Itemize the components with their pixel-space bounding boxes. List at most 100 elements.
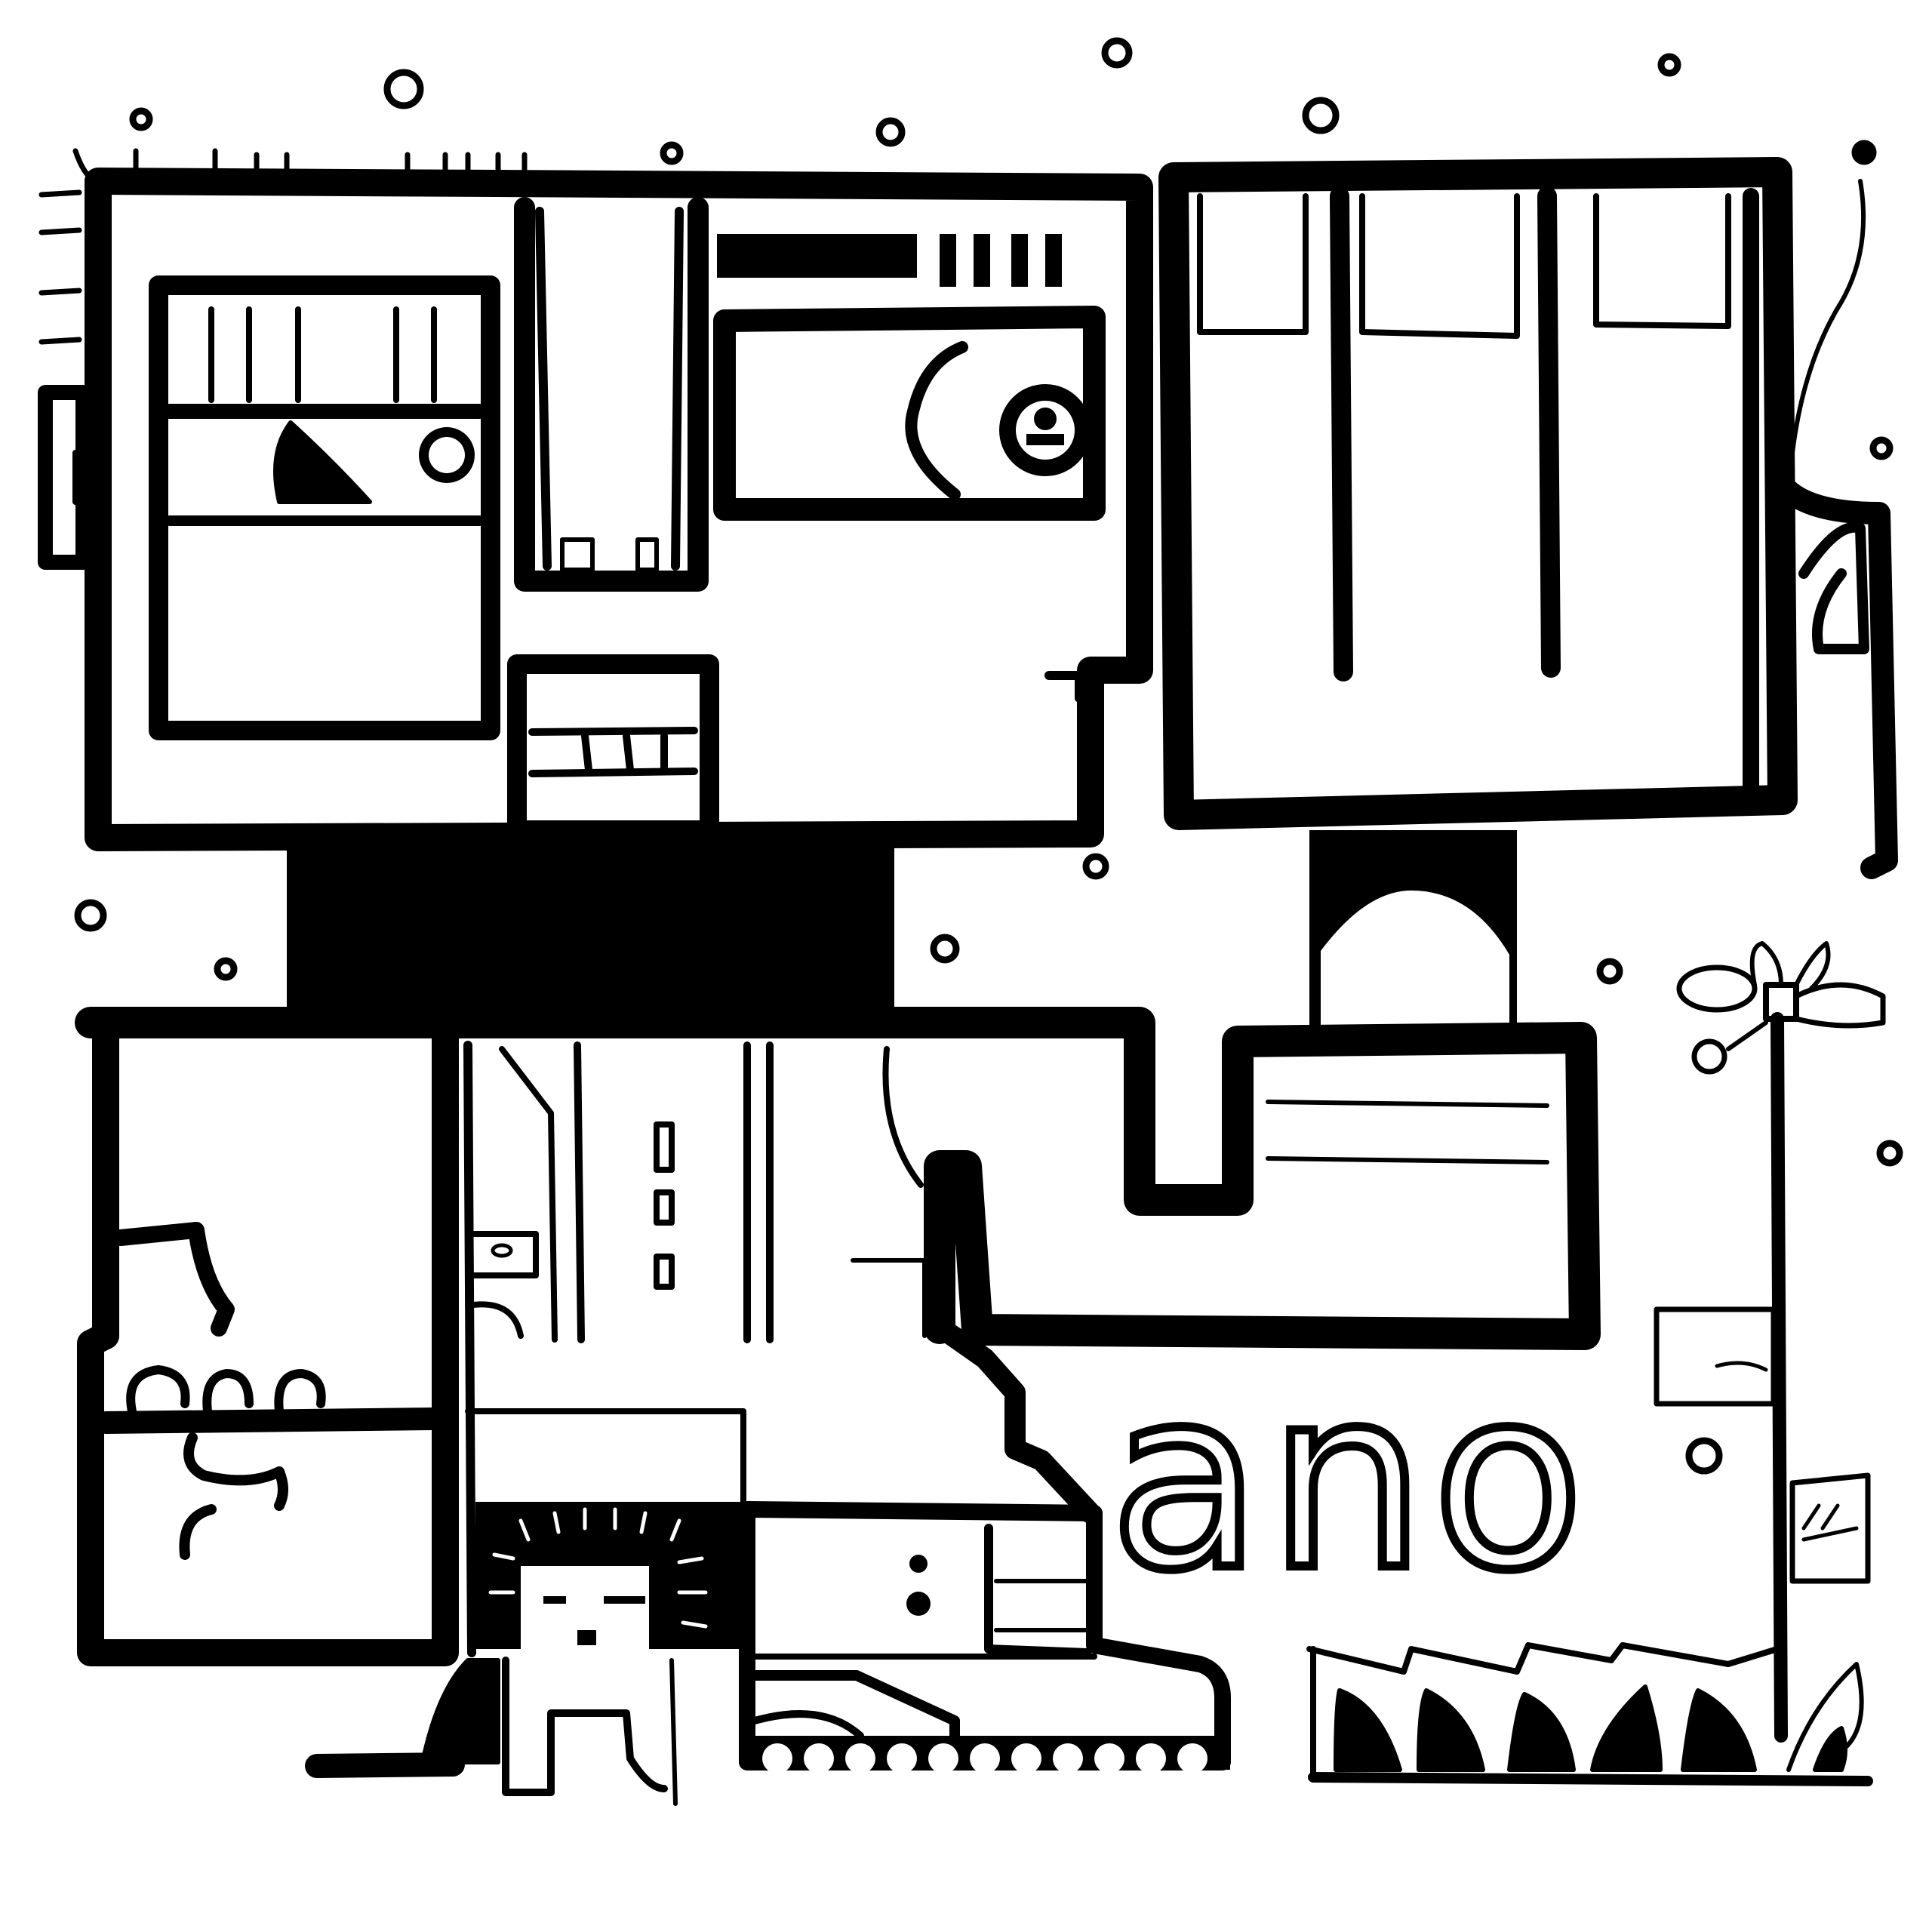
doorway-curve	[465, 1301, 524, 1339]
panel-mouth	[1026, 434, 1064, 445]
arch-opening	[1321, 891, 1509, 1034]
bubble	[1876, 1140, 1903, 1167]
flame	[1590, 1684, 1663, 1772]
sun-ray	[681, 1620, 708, 1629]
wing-divider	[94, 1407, 445, 1434]
ano-lettering: ano	[1109, 1335, 1590, 1625]
signpost-pole	[1770, 1012, 1788, 1743]
swirl-face	[126, 1365, 326, 1416]
black-pedestal	[287, 838, 894, 1026]
street-line	[305, 1752, 465, 1778]
antenna-dot	[1857, 143, 1872, 158]
building-outline	[85, 168, 1153, 851]
bubble	[1101, 37, 1133, 69]
shutter	[1197, 193, 1309, 335]
doorway	[502, 1657, 668, 1796]
swirl-mouth	[179, 1432, 288, 1560]
sun-ray	[639, 1511, 648, 1534]
bubble	[1657, 53, 1681, 77]
column-divider	[671, 207, 684, 571]
sign-board-mark	[1801, 1503, 1859, 1542]
tread-wheel	[970, 1743, 1000, 1774]
tread-wheel	[804, 1743, 834, 1774]
small-slot	[654, 1254, 675, 1290]
tread-wheel	[1011, 1743, 1041, 1774]
bubble	[74, 899, 107, 932]
tread-wheel	[845, 1743, 875, 1774]
eye-shape	[273, 420, 372, 504]
ledge-line	[1266, 1156, 1549, 1164]
bubble	[1302, 97, 1340, 134]
signpost-wing	[1676, 964, 1758, 1013]
center-window-bar	[528, 727, 698, 736]
sun-ray	[518, 1518, 531, 1542]
bubble	[129, 107, 153, 131]
top-left-building	[38, 148, 1153, 858]
ground-street	[305, 1501, 1231, 1806]
sun-ray	[552, 1511, 561, 1534]
tread-wheel	[1177, 1743, 1208, 1774]
roof-spike	[38, 337, 82, 345]
flame	[1507, 1692, 1576, 1772]
panel-arch	[905, 341, 968, 500]
bolt-dot	[906, 1592, 931, 1616]
tread-wheel	[762, 1743, 792, 1774]
top-right-building	[1158, 143, 1898, 879]
sign-board-mark	[1715, 1361, 1768, 1372]
tread-wheel	[1136, 1743, 1166, 1774]
left-window	[149, 275, 500, 740]
flame	[1334, 1688, 1402, 1772]
floating-bubbles	[74, 37, 1903, 1475]
tiny-window	[635, 537, 659, 572]
sun-ray	[492, 1552, 515, 1561]
block-shelf	[984, 1524, 1091, 1657]
fire-strip-base	[1308, 1772, 1873, 1786]
roof-spike	[38, 288, 82, 296]
flame	[1417, 1688, 1485, 1772]
shutter	[1359, 193, 1520, 339]
right-panel	[713, 306, 1106, 521]
diagonal-beam	[499, 1046, 558, 1343]
sun-ray	[677, 1556, 704, 1564]
tread-wheel	[1094, 1743, 1124, 1774]
panel-pupil	[1034, 408, 1057, 430]
door-post	[669, 1658, 678, 1806]
fire-strip	[1306, 1642, 1873, 1786]
bubble	[214, 957, 238, 981]
hanging-cable	[882, 1046, 924, 1188]
arch-connector	[1309, 830, 1517, 1034]
drip-line	[1330, 186, 1353, 681]
header-tick	[974, 234, 990, 287]
small-slot	[654, 1189, 675, 1226]
interior-wall	[463, 1041, 476, 1657]
flame	[1813, 1726, 1847, 1772]
antenna	[1785, 179, 1866, 576]
signpost-wing	[1749, 941, 1831, 991]
bubble	[383, 69, 424, 109]
left-wing	[77, 1013, 459, 1666]
signpost-wing	[1793, 982, 1886, 1029]
inner-box	[851, 1258, 927, 1338]
arch-door	[1798, 521, 1869, 654]
sign-board	[1654, 1306, 1777, 1407]
center-window	[507, 654, 719, 840]
eye-highlight	[429, 437, 465, 473]
hill-mound	[420, 1658, 500, 1764]
sun-eye	[604, 1596, 645, 1604]
flame	[1786, 1662, 1864, 1772]
bubble	[930, 934, 960, 964]
bolt-dot	[909, 1555, 928, 1573]
column-divider	[535, 207, 552, 571]
interior-wall	[574, 1041, 585, 1343]
ramp-curve	[751, 1710, 864, 1740]
bubble	[1869, 436, 1894, 460]
sun-eye	[543, 1596, 566, 1604]
roof-spike	[38, 189, 82, 198]
bubble	[660, 141, 684, 165]
block-base	[739, 1501, 1231, 1770]
small-slot	[654, 1121, 675, 1173]
side-shutter	[38, 385, 91, 570]
small-box	[465, 1231, 539, 1278]
bubble	[1596, 958, 1623, 985]
center-window-bar	[581, 732, 592, 774]
